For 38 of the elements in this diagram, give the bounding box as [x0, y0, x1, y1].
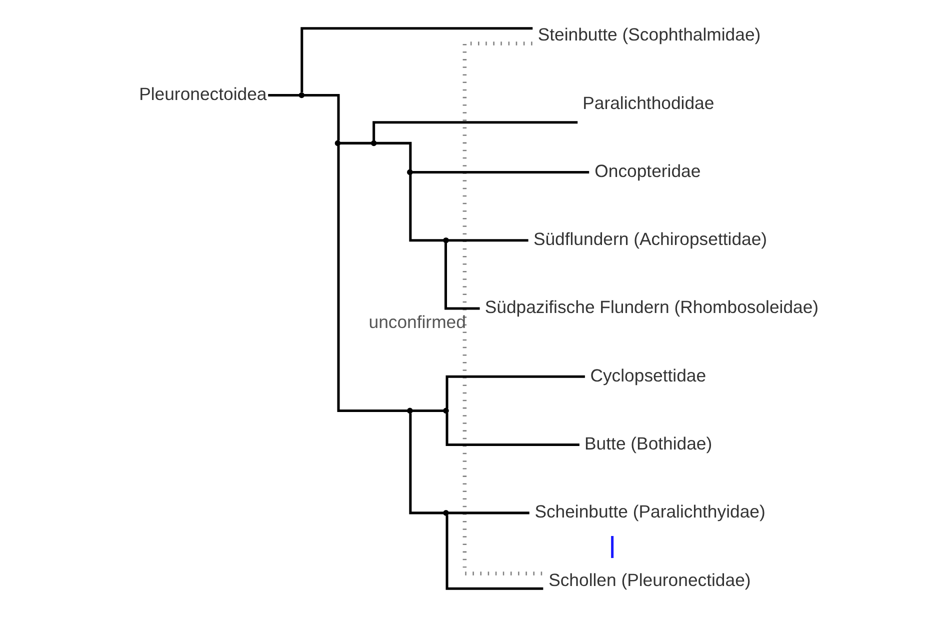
node-text: Scheinbutte (Paralichthyidae)	[534, 502, 765, 522]
connector	[444, 242, 480, 310]
node-point	[442, 510, 448, 516]
connector	[408, 413, 444, 514]
node-point	[442, 408, 448, 414]
connector	[445, 412, 579, 446]
connector	[412, 409, 444, 412]
node-text: Oncopteridae	[594, 160, 700, 181]
node-point	[406, 169, 412, 176]
node-point	[406, 408, 412, 414]
node-text: Steinbutte (Scophthalmidae)	[537, 24, 760, 45]
connector	[445, 515, 543, 590]
connector	[448, 239, 528, 242]
node-text: Cyclopsettidae	[590, 365, 706, 386]
node-point	[442, 237, 448, 244]
connector	[408, 174, 444, 242]
connector	[462, 42, 543, 576]
node-text: Butte (Bothidae)	[584, 433, 712, 454]
connector	[300, 27, 532, 92]
node-text: Südflundern (Achiropsettidae)	[532, 229, 767, 250]
connector	[445, 375, 584, 408]
edge-label: unconfirmed	[368, 312, 466, 332]
connector	[610, 536, 614, 558]
node-text: Schollen (Pleuronectidae)	[548, 570, 750, 590]
connector	[336, 146, 408, 412]
node-text: Paralichthodidae	[582, 92, 714, 113]
connector	[268, 94, 298, 96]
connector	[412, 170, 589, 174]
connector	[304, 94, 340, 141]
node-text: Südpazifische Flundern (Rhombosoleidae)	[484, 297, 818, 318]
connector	[340, 142, 371, 144]
node-point	[370, 140, 376, 146]
node-text: Pleuronectoidea	[138, 84, 266, 104]
connector	[376, 142, 412, 170]
connector	[372, 121, 578, 141]
node-point	[334, 140, 340, 146]
connector	[448, 512, 529, 514]
node-point	[298, 92, 304, 98]
